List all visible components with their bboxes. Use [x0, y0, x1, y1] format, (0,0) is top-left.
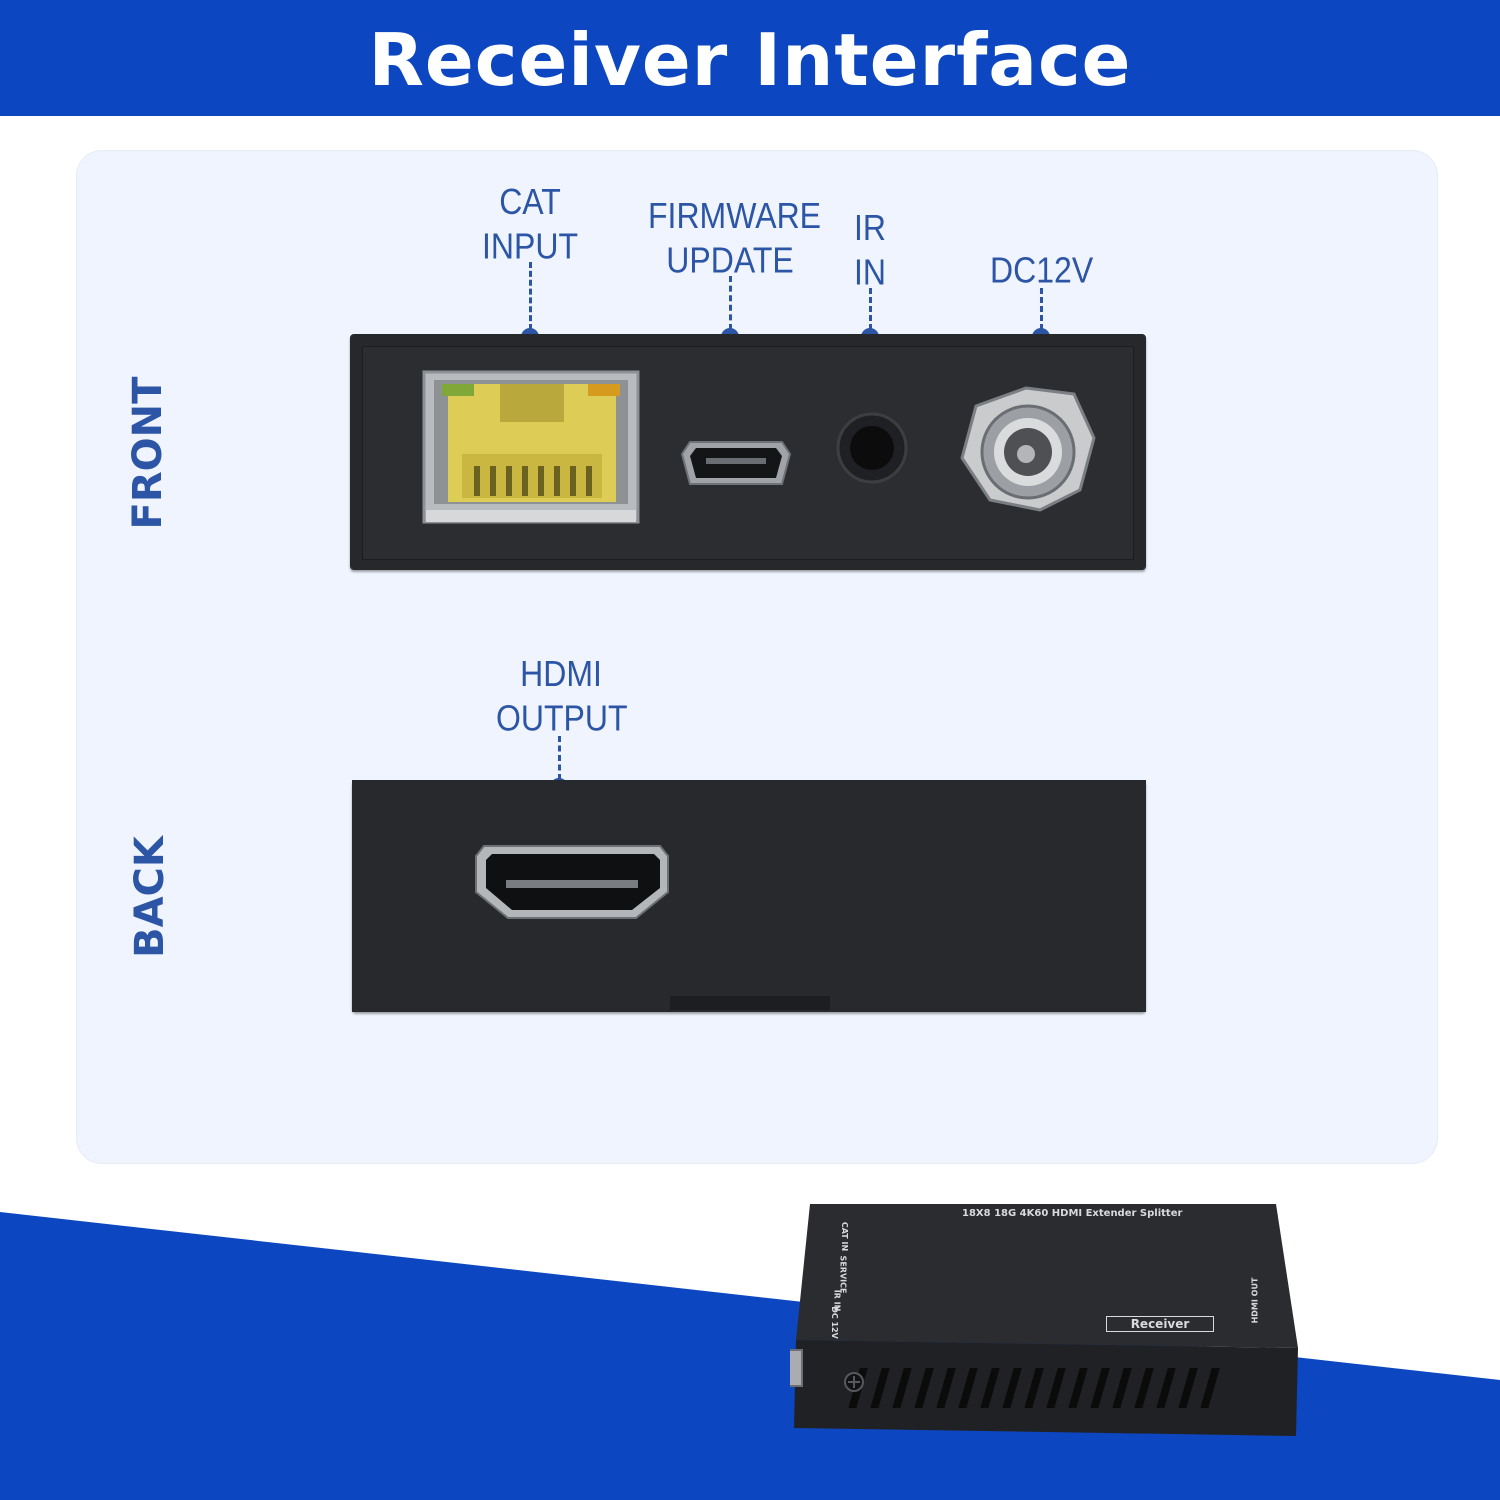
front-device — [350, 334, 1146, 570]
hdmi-out-label: HDMI OUT — [1250, 1277, 1260, 1324]
front-ports — [422, 370, 1096, 524]
header-banner: Receiver Interface — [0, 0, 1500, 116]
dc-barrel-icon — [960, 386, 1096, 512]
dc12v-label: DC12V — [990, 249, 1094, 291]
ir-in-leader — [869, 288, 872, 330]
product-top-label: 18X8 18G 4K60 HDMI Extender Splitter — [962, 1208, 1183, 1219]
firmware-update-leader — [729, 276, 732, 330]
back-ports — [352, 780, 1146, 1012]
side-port-service: SERVICE — [838, 1255, 848, 1294]
hdmi-port-icon — [475, 845, 669, 919]
back-device — [352, 780, 1146, 1012]
dc12v-leader — [1040, 288, 1043, 330]
rj45-port-icon — [422, 370, 640, 524]
hdmi-output-leader — [558, 736, 561, 780]
cat-input-leader — [529, 262, 532, 330]
product-badge: Receiver — [1106, 1316, 1214, 1332]
side-port-cat-in: CAT IN — [840, 1221, 850, 1252]
screw-icon — [844, 1372, 864, 1392]
audio-jack-icon — [836, 412, 908, 484]
product-photo — [790, 1204, 1298, 1436]
micro-usb-port-icon — [680, 441, 792, 485]
side-port-dc12v: DC 12V — [829, 1306, 839, 1339]
page-title: Receiver Interface — [368, 18, 1132, 102]
